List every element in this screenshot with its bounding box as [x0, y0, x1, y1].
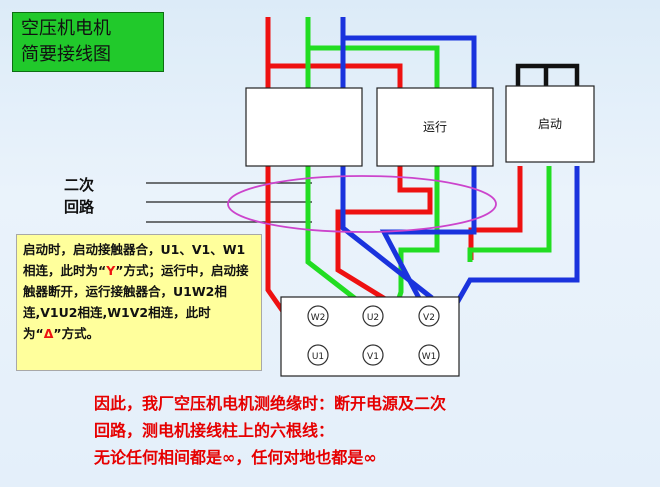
conclusion-line-1: 因此，我厂空压机电机测绝缘时：断开电源及二次: [94, 394, 447, 413]
phase-a-to-run: [268, 63, 403, 88]
terminal-u2-circle: [362, 305, 384, 327]
title-line-2: 简要接线图: [21, 44, 111, 65]
explanation-note: 启动时，启动接触器合，U1、V1、W1相连，此时为“Y”方式；运行中，启动接触器…: [16, 234, 262, 371]
terminal-u1-circle: [307, 344, 329, 366]
run-contactor-box: [376, 87, 494, 167]
terminal-v1-label: V1: [367, 352, 379, 362]
phase-a-run-to-w2: [335, 166, 433, 308]
terminal-u2[interactable]: U2: [362, 305, 384, 327]
terminal-u1[interactable]: U1: [307, 344, 329, 366]
terminal-w2[interactable]: W2: [307, 305, 329, 327]
terminal-v2-circle: [418, 305, 440, 327]
start-contactor-box: [505, 85, 595, 163]
phase-c-run-to-w1: [379, 166, 477, 302]
phase-a-start-out: [468, 166, 523, 260]
phase-b-start-out: [467, 166, 552, 262]
main-contactor-box: [245, 87, 363, 167]
terminal-w1-circle: [418, 344, 440, 366]
note-text-3: ”方式。: [53, 326, 100, 341]
note-mark-y: Y: [106, 263, 116, 278]
title-box: 空压机电机 简要接线图: [12, 12, 164, 72]
terminal-v1[interactable]: V1: [362, 344, 384, 366]
start-contactor-jumper: [515, 63, 580, 86]
note-text-2: ”方式；运行中，启动接触器断开，运行接触器合，U1W2相连,V1U2相连,W1V…: [23, 263, 249, 341]
terminal-u2-label: U2: [367, 313, 379, 323]
conclusion-line-2: 回路，测电机接线柱上的六根线：: [94, 421, 335, 440]
note-mark-delta: Δ: [43, 326, 54, 341]
title-line-1: 空压机电机: [21, 18, 111, 39]
terminal-v2-label: V2: [423, 313, 435, 323]
run-contactor-label: 运行: [423, 120, 447, 134]
terminal-u1-label: U1: [312, 352, 324, 362]
phase-b-to-u2: [305, 166, 368, 309]
terminal-w1-label: W1: [422, 352, 437, 362]
secondary-loop-label-2: 回路: [64, 198, 95, 216]
terminal-w2-circle: [307, 305, 329, 327]
conclusion-line-3: 无论任何相间都是∞，任何对地也都是∞: [94, 448, 377, 467]
terminal-v2[interactable]: V2: [418, 305, 440, 327]
start-contactor-label: 启动: [538, 117, 562, 131]
terminal-w1[interactable]: W1: [418, 344, 440, 366]
secondary-loop-ellipse: [227, 175, 497, 233]
terminal-v1-circle: [362, 344, 384, 366]
secondary-loop-label-1: 二次: [64, 176, 95, 194]
phase-c-to-v2: [340, 166, 434, 300]
note-text-1: 启动时，启动接触器合，U1、V1、W1相连，此时为“: [23, 242, 246, 278]
terminal-w2-label: W2: [311, 313, 326, 323]
phase-b-to-run: [308, 45, 440, 88]
phase-c-to-run: [343, 35, 477, 88]
